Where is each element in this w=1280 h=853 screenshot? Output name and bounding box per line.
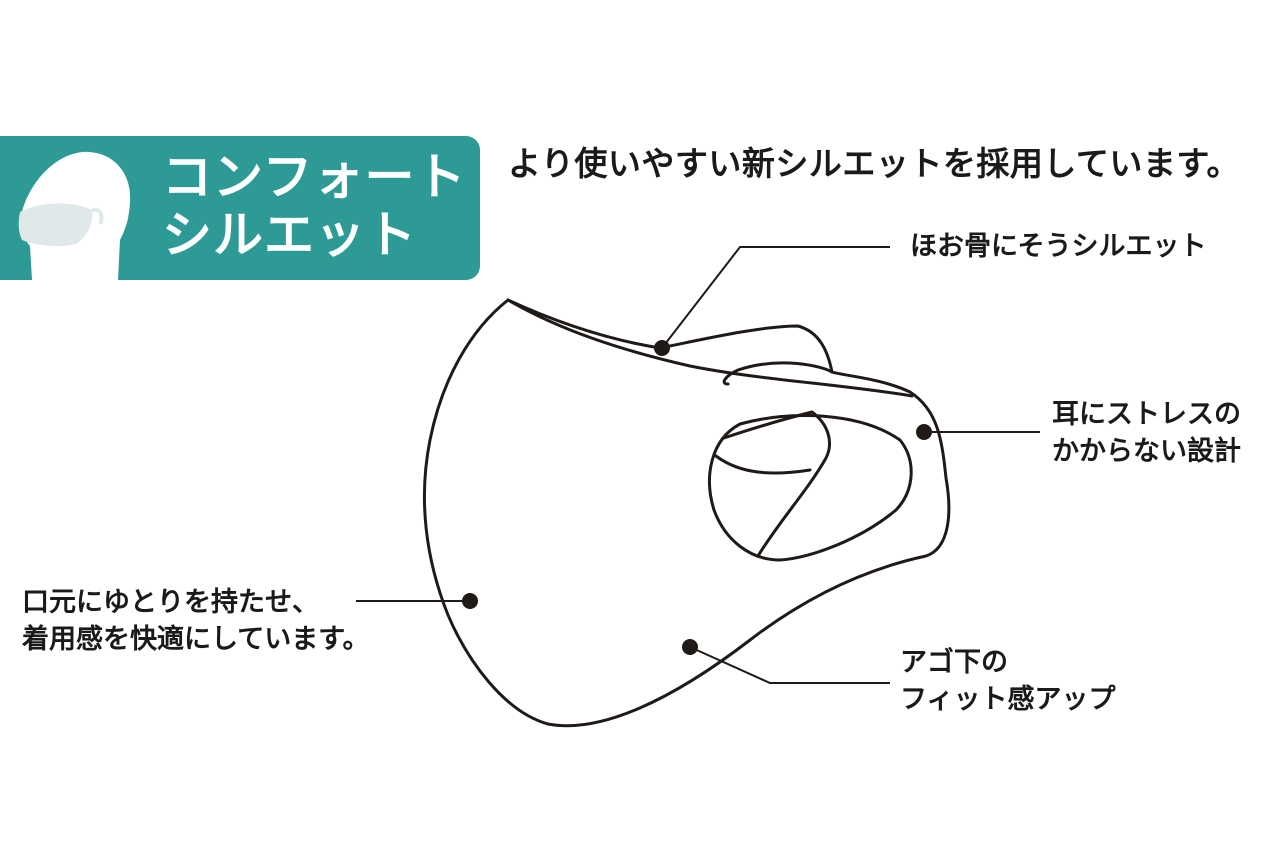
callout-ear: 耳にストレスの かからない設計 xyxy=(1052,396,1241,470)
comfort-silhouette-badge: コンフォート シルエット xyxy=(0,136,480,280)
ear-loop-fold-2 xyxy=(714,454,812,475)
callout-chin-line1: アゴ下の xyxy=(900,647,1008,678)
ear-loop-inner xyxy=(708,414,913,562)
mask-side-seam xyxy=(722,361,834,386)
callout-chin-line2: フィット感アップ xyxy=(900,684,1116,715)
badge-title-line1: コンフォート xyxy=(162,148,467,206)
callout-ear-line2: かからない設計 xyxy=(1052,436,1241,467)
marker-dot-ear xyxy=(916,424,932,440)
callout-cheek-line1: ほお骨にそうシルエット xyxy=(910,231,1207,262)
mask-top-seam xyxy=(506,298,914,398)
leader-line-cheek xyxy=(661,246,890,349)
badge-title-line2: シルエット xyxy=(162,206,417,264)
marker-dot-mouth xyxy=(462,593,478,609)
callout-cheek: ほお骨にそうシルエット xyxy=(910,228,1206,265)
callout-chin: アゴ下の フィット感アップ xyxy=(900,644,1115,718)
headline: より使いやすい新シルエットを採用しています。 xyxy=(508,144,1241,183)
callout-ear-line1: 耳にストレスの xyxy=(1052,399,1241,430)
callout-mouth-line2: 着用感を快適にしています。 xyxy=(22,624,370,655)
marker-dot-chin xyxy=(682,639,698,655)
badge-title: コンフォート シルエット xyxy=(162,148,472,264)
callout-mouth: 口元にゆとりを持たせ、 着用感を快適にしています。 xyxy=(22,584,370,658)
leader-line-chin xyxy=(689,646,890,684)
head-with-mask-icon xyxy=(18,151,131,280)
marker-dot-cheek xyxy=(654,340,670,356)
callout-mouth-line1: 口元にゆとりを持たせ、 xyxy=(22,587,319,618)
ear-loop-fold xyxy=(722,410,831,558)
mask-outline xyxy=(422,298,951,728)
